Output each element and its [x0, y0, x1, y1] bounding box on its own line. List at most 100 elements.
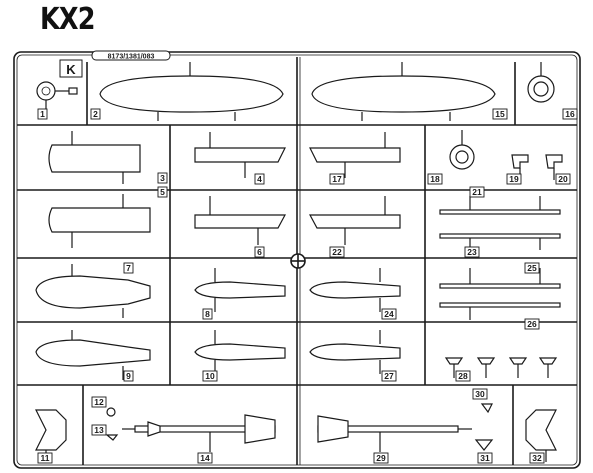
part-number-3: 3 — [157, 172, 168, 184]
part-28-shape-d — [538, 357, 558, 365]
part-number-21: 21 — [469, 186, 485, 198]
part-2-shape — [99, 75, 284, 113]
part-number-1: 1 — [37, 108, 48, 120]
part-6-shape — [194, 214, 287, 229]
part-17-shape — [309, 147, 401, 163]
part-number-text: 29 — [376, 453, 386, 463]
part-number-text: 5 — [160, 187, 165, 197]
part-number-text: 20 — [558, 174, 568, 184]
part-number-32: 32 — [529, 452, 545, 464]
outer-runner — [13, 51, 581, 469]
part-10-shape — [194, 343, 286, 361]
part-number-15: 15 — [492, 108, 508, 120]
part-number-text: 25 — [527, 263, 537, 273]
part-25-shape — [439, 283, 561, 289]
part-number-4: 4 — [254, 173, 265, 185]
part-number-text: 16 — [565, 109, 575, 119]
part-number-text: 10 — [205, 371, 215, 381]
part-number-text: 30 — [475, 389, 485, 399]
part-28-shape-a — [444, 357, 464, 365]
sprue-title: KX2 — [40, 2, 95, 37]
part-number-text: 12 — [94, 397, 104, 407]
part-number-20: 20 — [555, 173, 571, 185]
part-number-22: 22 — [329, 246, 345, 258]
part-22-shape — [308, 214, 401, 229]
part-30-shape — [480, 403, 493, 414]
part-number-text: 14 — [200, 453, 210, 463]
part-number-text: 13 — [94, 425, 104, 435]
part-number-23: 23 — [464, 246, 480, 258]
part-number-8: 8 — [202, 308, 213, 320]
part-number-13: 13 — [91, 424, 107, 436]
part-number-30: 30 — [472, 388, 488, 400]
frame-letter-box: K — [59, 59, 83, 78]
part-number-19: 19 — [506, 173, 522, 185]
part-number-text: 18 — [430, 174, 440, 184]
part-7-shape — [35, 275, 151, 309]
part-24-shape — [309, 281, 401, 299]
frame-letter: K — [66, 62, 76, 77]
part-number-text: 22 — [332, 247, 342, 257]
part-number-14: 14 — [197, 452, 213, 464]
part-number-text: 8 — [205, 309, 210, 319]
part-number-6: 6 — [254, 246, 265, 258]
part-number-text: 3 — [160, 173, 165, 183]
part-number-text: 27 — [384, 371, 394, 381]
part-number-9: 9 — [123, 370, 134, 382]
part-9-shape — [35, 339, 151, 367]
part-number-text: 9 — [126, 371, 131, 381]
part-number-text: 23 — [467, 247, 477, 257]
part-18-shape — [449, 144, 475, 170]
part-number-text: 6 — [257, 247, 262, 257]
part-32-shape — [525, 409, 557, 451]
part-number-text: 11 — [41, 453, 50, 463]
part-number-28: 28 — [455, 370, 471, 382]
part-15-shape — [311, 75, 496, 113]
part-number-text: 7 — [126, 263, 131, 273]
part-number-12: 12 — [91, 396, 107, 408]
part-27-shape — [309, 343, 401, 361]
part-number-7: 7 — [123, 262, 134, 274]
part-number-24: 24 — [381, 308, 397, 320]
part-8-shape — [194, 281, 286, 299]
part-11-shape — [35, 409, 67, 451]
part-number-text: 32 — [532, 453, 542, 463]
part-number-16: 16 — [562, 108, 578, 120]
part-20-shape — [545, 154, 563, 169]
part-number-25: 25 — [524, 262, 540, 274]
part-number-text: 1 — [40, 109, 45, 119]
part-number-text: 26 — [527, 319, 537, 329]
part-number-text: 21 — [472, 187, 482, 197]
part-19-shape — [511, 154, 529, 169]
part-5-shape — [48, 207, 151, 233]
part-number-29: 29 — [373, 452, 389, 464]
part-21-shape — [439, 209, 561, 215]
part-number-17: 17 — [329, 173, 345, 185]
part-number-text: 28 — [458, 371, 468, 381]
part-number-text: 17 — [332, 174, 342, 184]
part-number-text: 19 — [509, 174, 519, 184]
part-4-shape — [194, 147, 286, 163]
part-code-text: 8173/1381/083 — [108, 54, 155, 61]
part-31-shape — [474, 439, 494, 451]
part-number-text: 4 — [257, 174, 262, 184]
part-number-27: 27 — [381, 370, 397, 382]
part-number-text: 31 — [480, 453, 490, 463]
part-23-shape — [439, 233, 561, 239]
part-12-shape — [106, 407, 116, 417]
part-number-5: 5 — [157, 186, 168, 198]
part-number-text: 24 — [384, 309, 394, 319]
part-number-31: 31 — [477, 452, 493, 464]
part-1-shape — [36, 81, 56, 101]
part-3-shape — [48, 144, 141, 173]
part-number-2: 2 — [90, 108, 101, 120]
part-28-shape-c — [508, 357, 528, 365]
part-number-10: 10 — [202, 370, 218, 382]
part-number-text: 15 — [495, 109, 505, 119]
part-26-shape — [439, 302, 561, 308]
part-number-26: 26 — [524, 318, 540, 330]
part-code-plate: 8173/1381/083 — [91, 50, 171, 61]
part-number-text: 2 — [93, 109, 98, 119]
